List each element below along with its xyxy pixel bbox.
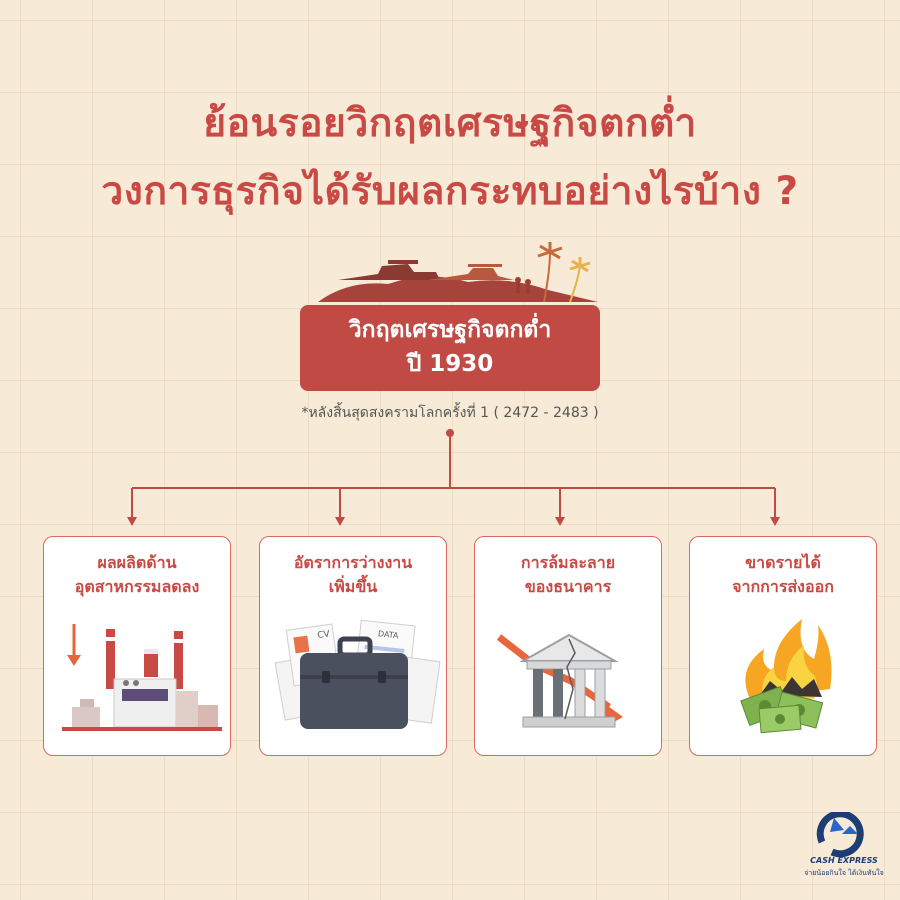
impact-label-bank: การล้มละลาย ของธนาคาร xyxy=(520,553,616,596)
era-footnote: *หลังสิ้นสุดสงครามโลกครั้งที่ 1 ( 2472 -… xyxy=(301,405,599,421)
impact-label-industry: ผลผลิตด้าน อุตสาหกรรมลดลง xyxy=(74,553,200,596)
impact-label-export: ขาดรายได้ จากการส่งออก xyxy=(732,553,834,596)
factory-icon xyxy=(62,624,222,731)
cash-express-logo xyxy=(816,812,864,858)
war-silhouette-illustration xyxy=(318,242,598,303)
era-title-box: วิกฤตเศรษฐกิจตกต่ำ ปี 1930 xyxy=(300,305,600,391)
headline-line-2: วงการธุรกิจได้รับผลกระทบอย่างไรบ้าง ? xyxy=(101,169,799,214)
tree-connector xyxy=(127,429,780,526)
headline-line-1: ย้อนรอยวิกฤตเศรษฐกิจตกต่ำ xyxy=(203,101,697,146)
era-name: วิกฤตเศรษฐกิจตกต่ำ xyxy=(348,317,552,343)
impact-card-unemployment: อัตราการว่างงาน เพิ่มขึ้น CV DATA xyxy=(259,536,447,756)
brand-slogan: จ่ายน้อยกินใจ ได้เงินทันใจ xyxy=(804,869,884,877)
brand-name: CASH EXPRESS xyxy=(810,856,878,865)
impact-card-bank: การล้มละลาย ของธนาคาร xyxy=(474,536,662,756)
era-year: ปี 1930 xyxy=(406,351,494,377)
impact-label-unemployment: อัตราการว่างงาน เพิ่มขึ้น xyxy=(293,553,413,596)
impact-card-export: ขาดรายได้ จากการส่งออก xyxy=(689,536,877,756)
briefcase-resume-icon: CV DATA xyxy=(274,619,441,729)
data-text: DATA xyxy=(378,629,400,640)
cv-text: CV xyxy=(317,629,332,641)
impact-card-industry: ผลผลิตด้าน อุตสาหกรรมลดลง xyxy=(43,536,231,756)
burning-money-icon xyxy=(740,619,832,734)
bank-collapse-icon xyxy=(496,633,623,728)
